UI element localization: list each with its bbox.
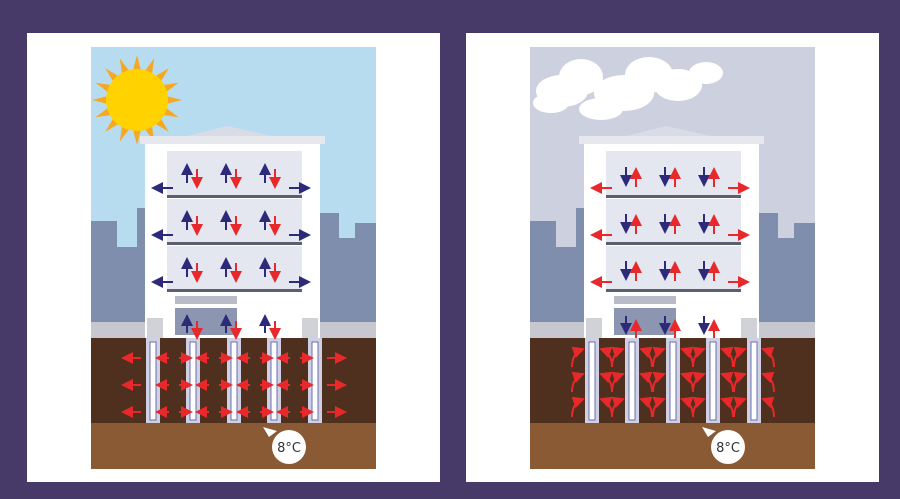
- ground-temperature-label: 8°C: [716, 441, 740, 456]
- geothermal-pile: [227, 338, 241, 423]
- heat-flow-arrows: [121, 163, 347, 418]
- sun-icon: [92, 55, 182, 145]
- winter-illustration: 8°C: [530, 47, 815, 469]
- building: [140, 126, 325, 338]
- cloud-icon: [533, 57, 723, 120]
- geothermal-pile: [267, 338, 281, 423]
- heat-flow-arrows: [571, 167, 775, 418]
- geothermal-pile: [585, 338, 599, 423]
- soil-lower: [91, 423, 376, 469]
- geothermal-pile: [666, 338, 680, 423]
- geothermal-pile: [706, 338, 720, 423]
- city-skyline: [91, 208, 376, 339]
- summer-illustration: 8°C: [91, 47, 376, 469]
- ground-temperature-label: 8°C: [277, 441, 301, 456]
- geothermal-piles: [585, 338, 761, 423]
- geothermal-pile: [146, 338, 160, 423]
- ground-temperature-callout: 8°C: [263, 427, 306, 464]
- building: [579, 126, 764, 338]
- geothermal-pile: [308, 338, 322, 423]
- summer-panel: 8°C: [27, 33, 440, 482]
- ground-temperature-callout: 8°C: [702, 427, 745, 464]
- geothermal-pile: [747, 338, 761, 423]
- geothermal-pile: [625, 338, 639, 423]
- geothermal-pile: [186, 338, 200, 423]
- winter-panel: 8°C: [466, 33, 879, 482]
- soil-lower: [530, 423, 815, 469]
